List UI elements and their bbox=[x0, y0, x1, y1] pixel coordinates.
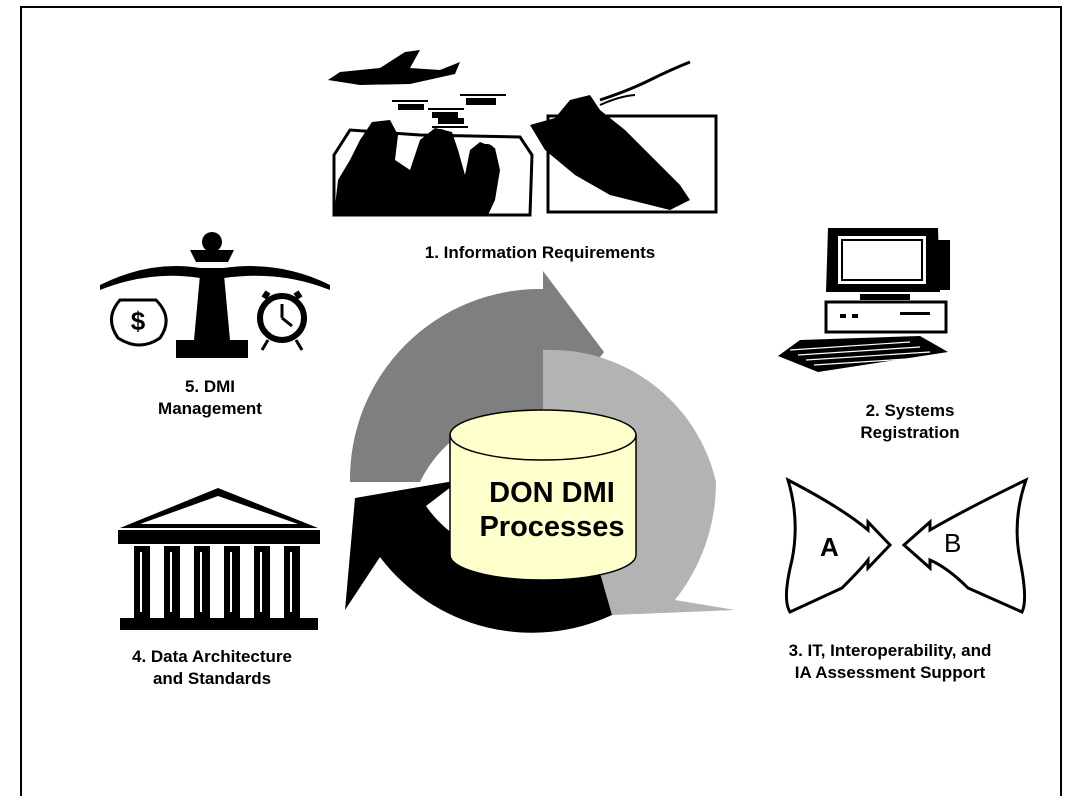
label-step4-line1: 4. Data Architecture bbox=[132, 647, 292, 666]
label-it-interoperability: 3. IT, Interoperability, and IA Assessme… bbox=[740, 640, 1040, 684]
label-step4-line2: and Standards bbox=[152, 669, 272, 688]
center-title-line1: DON DMI bbox=[489, 477, 615, 509]
interop-label-b: B bbox=[944, 528, 962, 558]
center-title-line2: Processes bbox=[479, 511, 625, 543]
label-step2-line2: Registration bbox=[860, 423, 960, 442]
label-data-architecture: 4. Data Architecture and Standards bbox=[92, 646, 332, 690]
label-systems-registration: 2. Systems Registration bbox=[810, 400, 1010, 444]
label-step1-text: 1. Information Requirements bbox=[424, 243, 656, 262]
label-dmi-management: 5. DMI Management bbox=[120, 376, 300, 420]
military-operations-icon bbox=[328, 50, 718, 217]
label-step2-line1: 2. Systems bbox=[865, 401, 955, 420]
balance-scale-icon: $ bbox=[100, 232, 330, 358]
building-icon bbox=[118, 488, 320, 630]
center-title: DON DMI Processes bbox=[462, 476, 642, 544]
label-step5-line2: Management bbox=[158, 399, 262, 418]
database-cylinder bbox=[449, 409, 637, 581]
computer-icon bbox=[778, 228, 950, 372]
cycle-arrow-information bbox=[349, 271, 604, 482]
interop-label-a: A bbox=[820, 532, 839, 562]
interoperability-icon bbox=[785, 477, 1029, 614]
label-step5-line1: 5. DMI bbox=[184, 377, 236, 396]
svg-text:$: $ bbox=[131, 306, 146, 336]
label-step3-line1: 3. IT, Interoperability, and bbox=[788, 641, 992, 660]
label-step3-line2: IA Assessment Support bbox=[794, 663, 986, 682]
label-information-requirements: 1. Information Requirements bbox=[380, 242, 700, 264]
